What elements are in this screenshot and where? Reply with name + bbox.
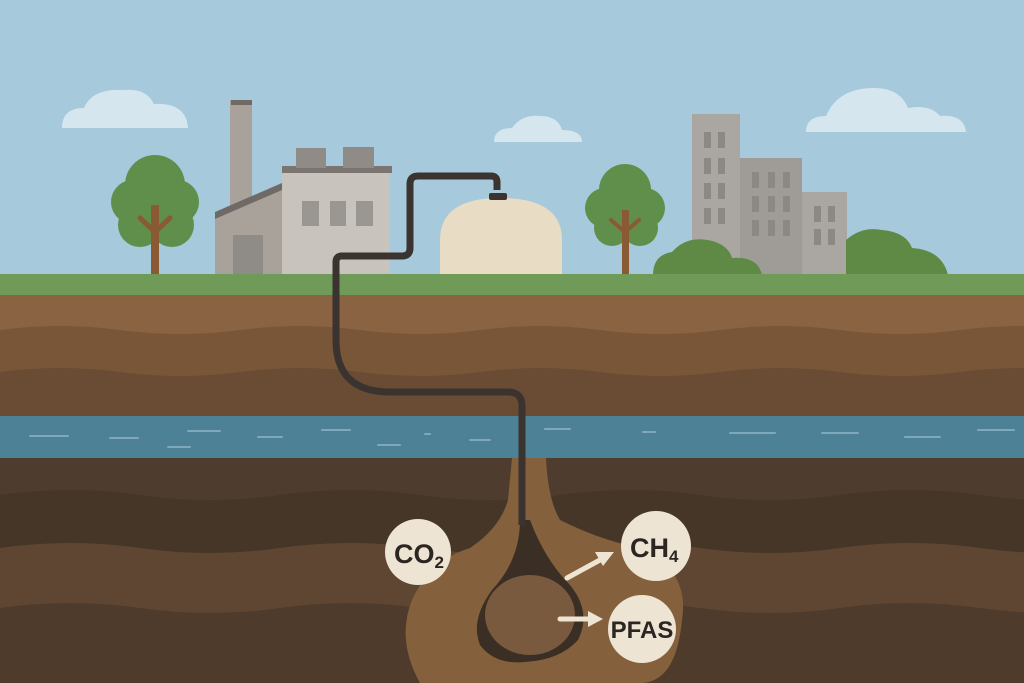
pipe	[332, 172, 526, 525]
cloud-icon	[806, 88, 966, 132]
arrow-to-ch4	[564, 552, 614, 581]
svg-text:CH4: CH4	[630, 533, 679, 566]
grass-layer	[0, 274, 1024, 296]
svg-text:PFAS: PFAS	[611, 617, 674, 644]
water-ripples	[29, 428, 1015, 448]
bush-icon	[653, 239, 762, 275]
cloud-icon	[62, 89, 188, 128]
co2-label: CO2	[385, 519, 451, 585]
pfas-label: PFAS	[608, 595, 676, 663]
cavity-sediment	[485, 575, 575, 655]
aquifer-layer	[0, 416, 1024, 458]
pipe-cap	[489, 193, 507, 200]
arrow-to-pfas	[557, 611, 603, 627]
tree-icon	[111, 155, 199, 275]
soil-layer-mid	[0, 326, 1024, 380]
ch4-label: CH4	[621, 511, 691, 581]
storage-dome	[440, 198, 562, 275]
cloud-icon	[494, 115, 582, 142]
tree-icon	[585, 164, 665, 275]
bush-icon	[846, 229, 948, 275]
svg-text:CO2: CO2	[394, 539, 444, 572]
